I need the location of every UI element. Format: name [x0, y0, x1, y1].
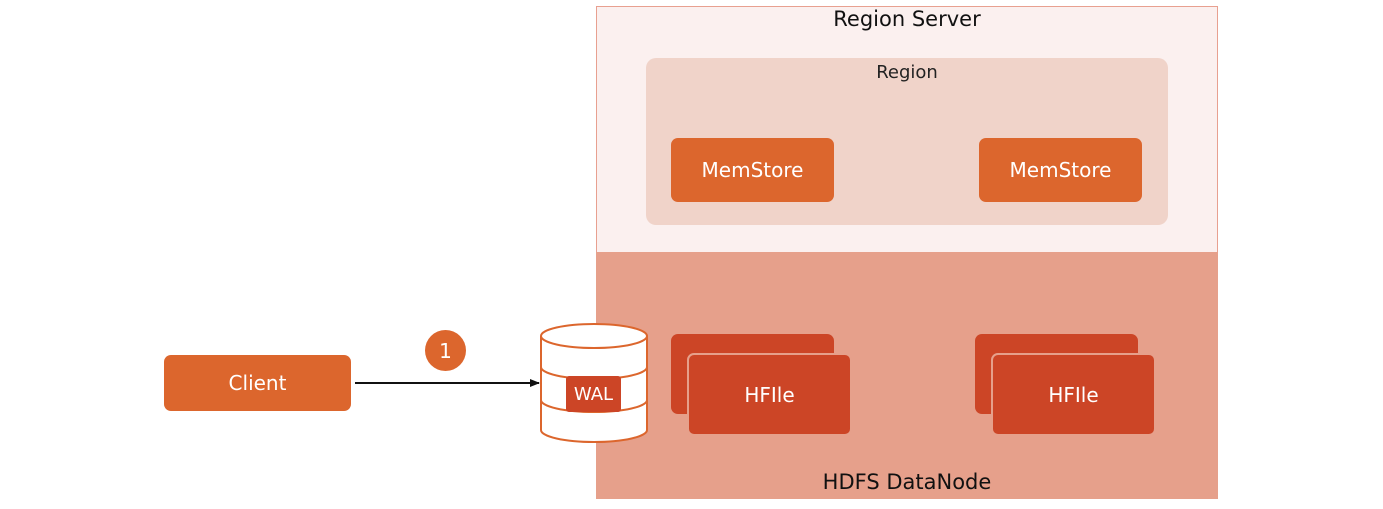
wal-label: WAL	[566, 376, 621, 412]
memstore-box-1: MemStore	[671, 138, 834, 202]
region-title: Region	[876, 62, 938, 83]
hfile-box-1: HFIle	[687, 353, 852, 436]
hfile-box-2: HFIle	[991, 353, 1156, 436]
wal-cylinder-band-2	[540, 399, 648, 413]
region-server-title: Region Server	[833, 7, 981, 31]
wal-cylinder-top	[540, 323, 648, 349]
hdfs-datanode-title: HDFS DataNode	[822, 470, 992, 494]
client-box: Client	[164, 355, 351, 411]
step-number-badge: 1	[425, 330, 466, 371]
memstore-box-2: MemStore	[979, 138, 1142, 202]
